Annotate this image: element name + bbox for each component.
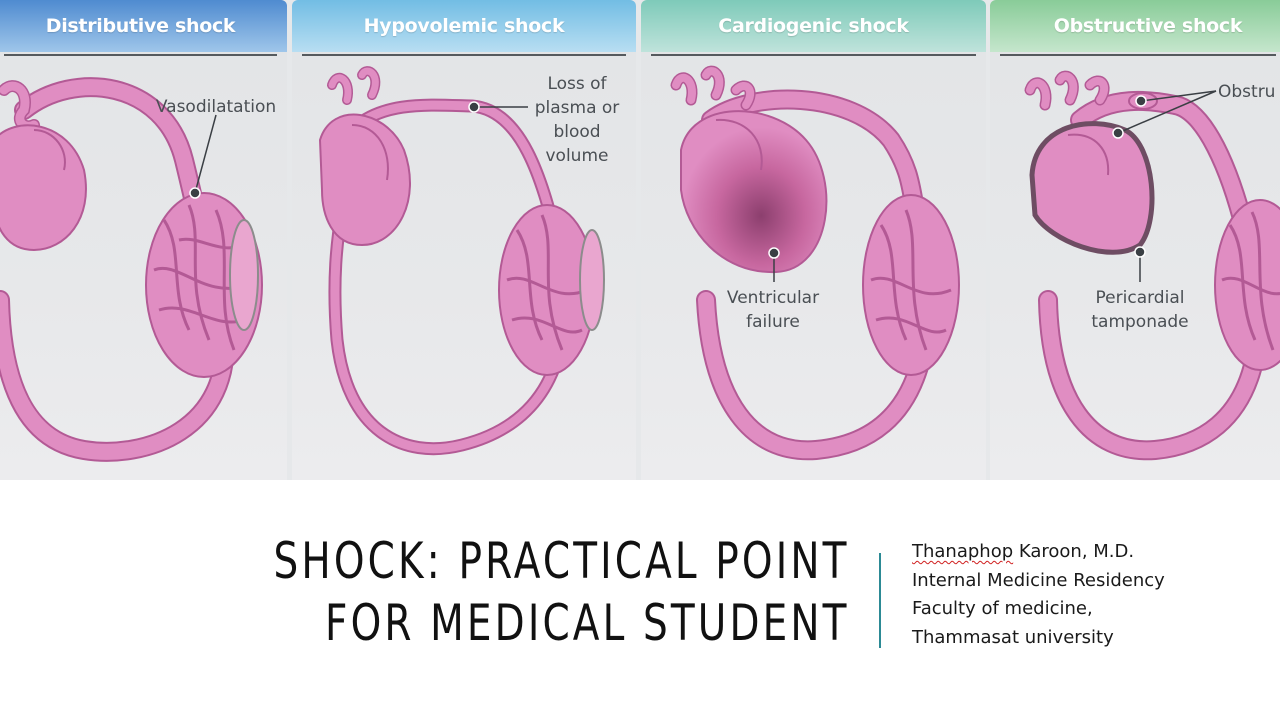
label-vasodilatation: Vasodilatation <box>156 97 276 117</box>
heart <box>1024 70 1158 255</box>
panel-title: Distributive shock <box>45 15 236 37</box>
label-loss-of-volume: Loss of plasma or blood volume <box>535 74 620 166</box>
panel-divider <box>302 54 626 56</box>
label-ventricular-failure: Ventricular failure <box>727 288 819 332</box>
cardiogenic-diagram: Ventricular failure <box>670 65 960 461</box>
callout-dot <box>189 187 201 199</box>
heart <box>670 65 828 274</box>
panel-hypovolemic-shock: Hypovolemic shock <box>292 0 636 480</box>
author-info: Thanaphop Karoon, M.D. Internal Medicine… <box>912 538 1165 652</box>
author-faculty: Faculty of medicine, <box>912 598 1093 619</box>
panel-cardiogenic-shock: Cardiogenic shock <box>641 0 986 480</box>
panel-header <box>0 0 287 52</box>
author-program: Internal Medicine Residency <box>912 569 1165 591</box>
heart <box>0 80 87 252</box>
author-university: Thammasat university <box>912 626 1114 648</box>
svg-text:Ventricular: Ventricular <box>727 288 819 308</box>
panel-title: Hypovolemic shock <box>363 15 565 37</box>
slide-title-line1: SHOCK: PRACTICAL POINT <box>273 532 850 590</box>
author-first-name: Thanaphop <box>912 541 1014 562</box>
slide-title-line2: FOR MEDICAL STUDENT <box>325 594 850 652</box>
panel-title: Obstructive shock <box>1053 15 1243 37</box>
panel-obstructive-shock: Obstructive shock <box>990 0 1280 480</box>
svg-text:Pericardial: Pericardial <box>1096 288 1185 308</box>
panel-title: Cardiogenic shock <box>718 15 909 37</box>
author-name: Thanaphop Karoon, M.D. <box>912 538 1165 567</box>
callout-dot <box>468 101 480 113</box>
hypovolemic-diagram: Loss of plasma or blood volume <box>318 66 620 456</box>
panel-divider <box>4 54 277 56</box>
svg-text:blood: blood <box>553 122 600 142</box>
capillary-bed <box>1214 199 1280 371</box>
label-obstruction: Obstru <box>1218 82 1275 102</box>
callout-dot <box>768 247 780 259</box>
distributive-diagram: Vasodilatation <box>0 77 276 462</box>
title-divider <box>879 553 881 648</box>
shock-types-figure: Distributive shock <box>0 0 1280 480</box>
capillary-bed <box>145 192 263 378</box>
callout-dot <box>1112 127 1124 139</box>
callout-dot <box>1134 246 1146 258</box>
panel-header <box>292 0 636 52</box>
svg-text:volume: volume <box>546 146 609 166</box>
label-pericardial-tamponade: Pericardial tamponade <box>1091 288 1188 332</box>
svg-text:failure: failure <box>746 312 800 332</box>
panel-header <box>641 0 986 52</box>
capillary-bed <box>862 194 960 376</box>
svg-text:Loss of: Loss of <box>547 74 607 94</box>
author-last-name: Karoon, M.D. <box>1013 541 1135 562</box>
slide-title: SHOCK: PRACTICAL POINT FOR MEDICAL STUDE… <box>274 530 850 654</box>
panel-header <box>990 0 1280 52</box>
svg-text:tamponade: tamponade <box>1091 312 1188 332</box>
capillary-bed <box>498 204 605 376</box>
panel-divider <box>651 54 976 56</box>
obstructive-diagram: Obstru Pericardial tamponade <box>1024 70 1280 461</box>
panel-divider <box>1000 54 1276 56</box>
panel-distributive-shock: Distributive shock <box>0 0 287 480</box>
heart <box>318 66 411 247</box>
svg-text:plasma or: plasma or <box>535 98 620 118</box>
callout-dot <box>1135 95 1147 107</box>
